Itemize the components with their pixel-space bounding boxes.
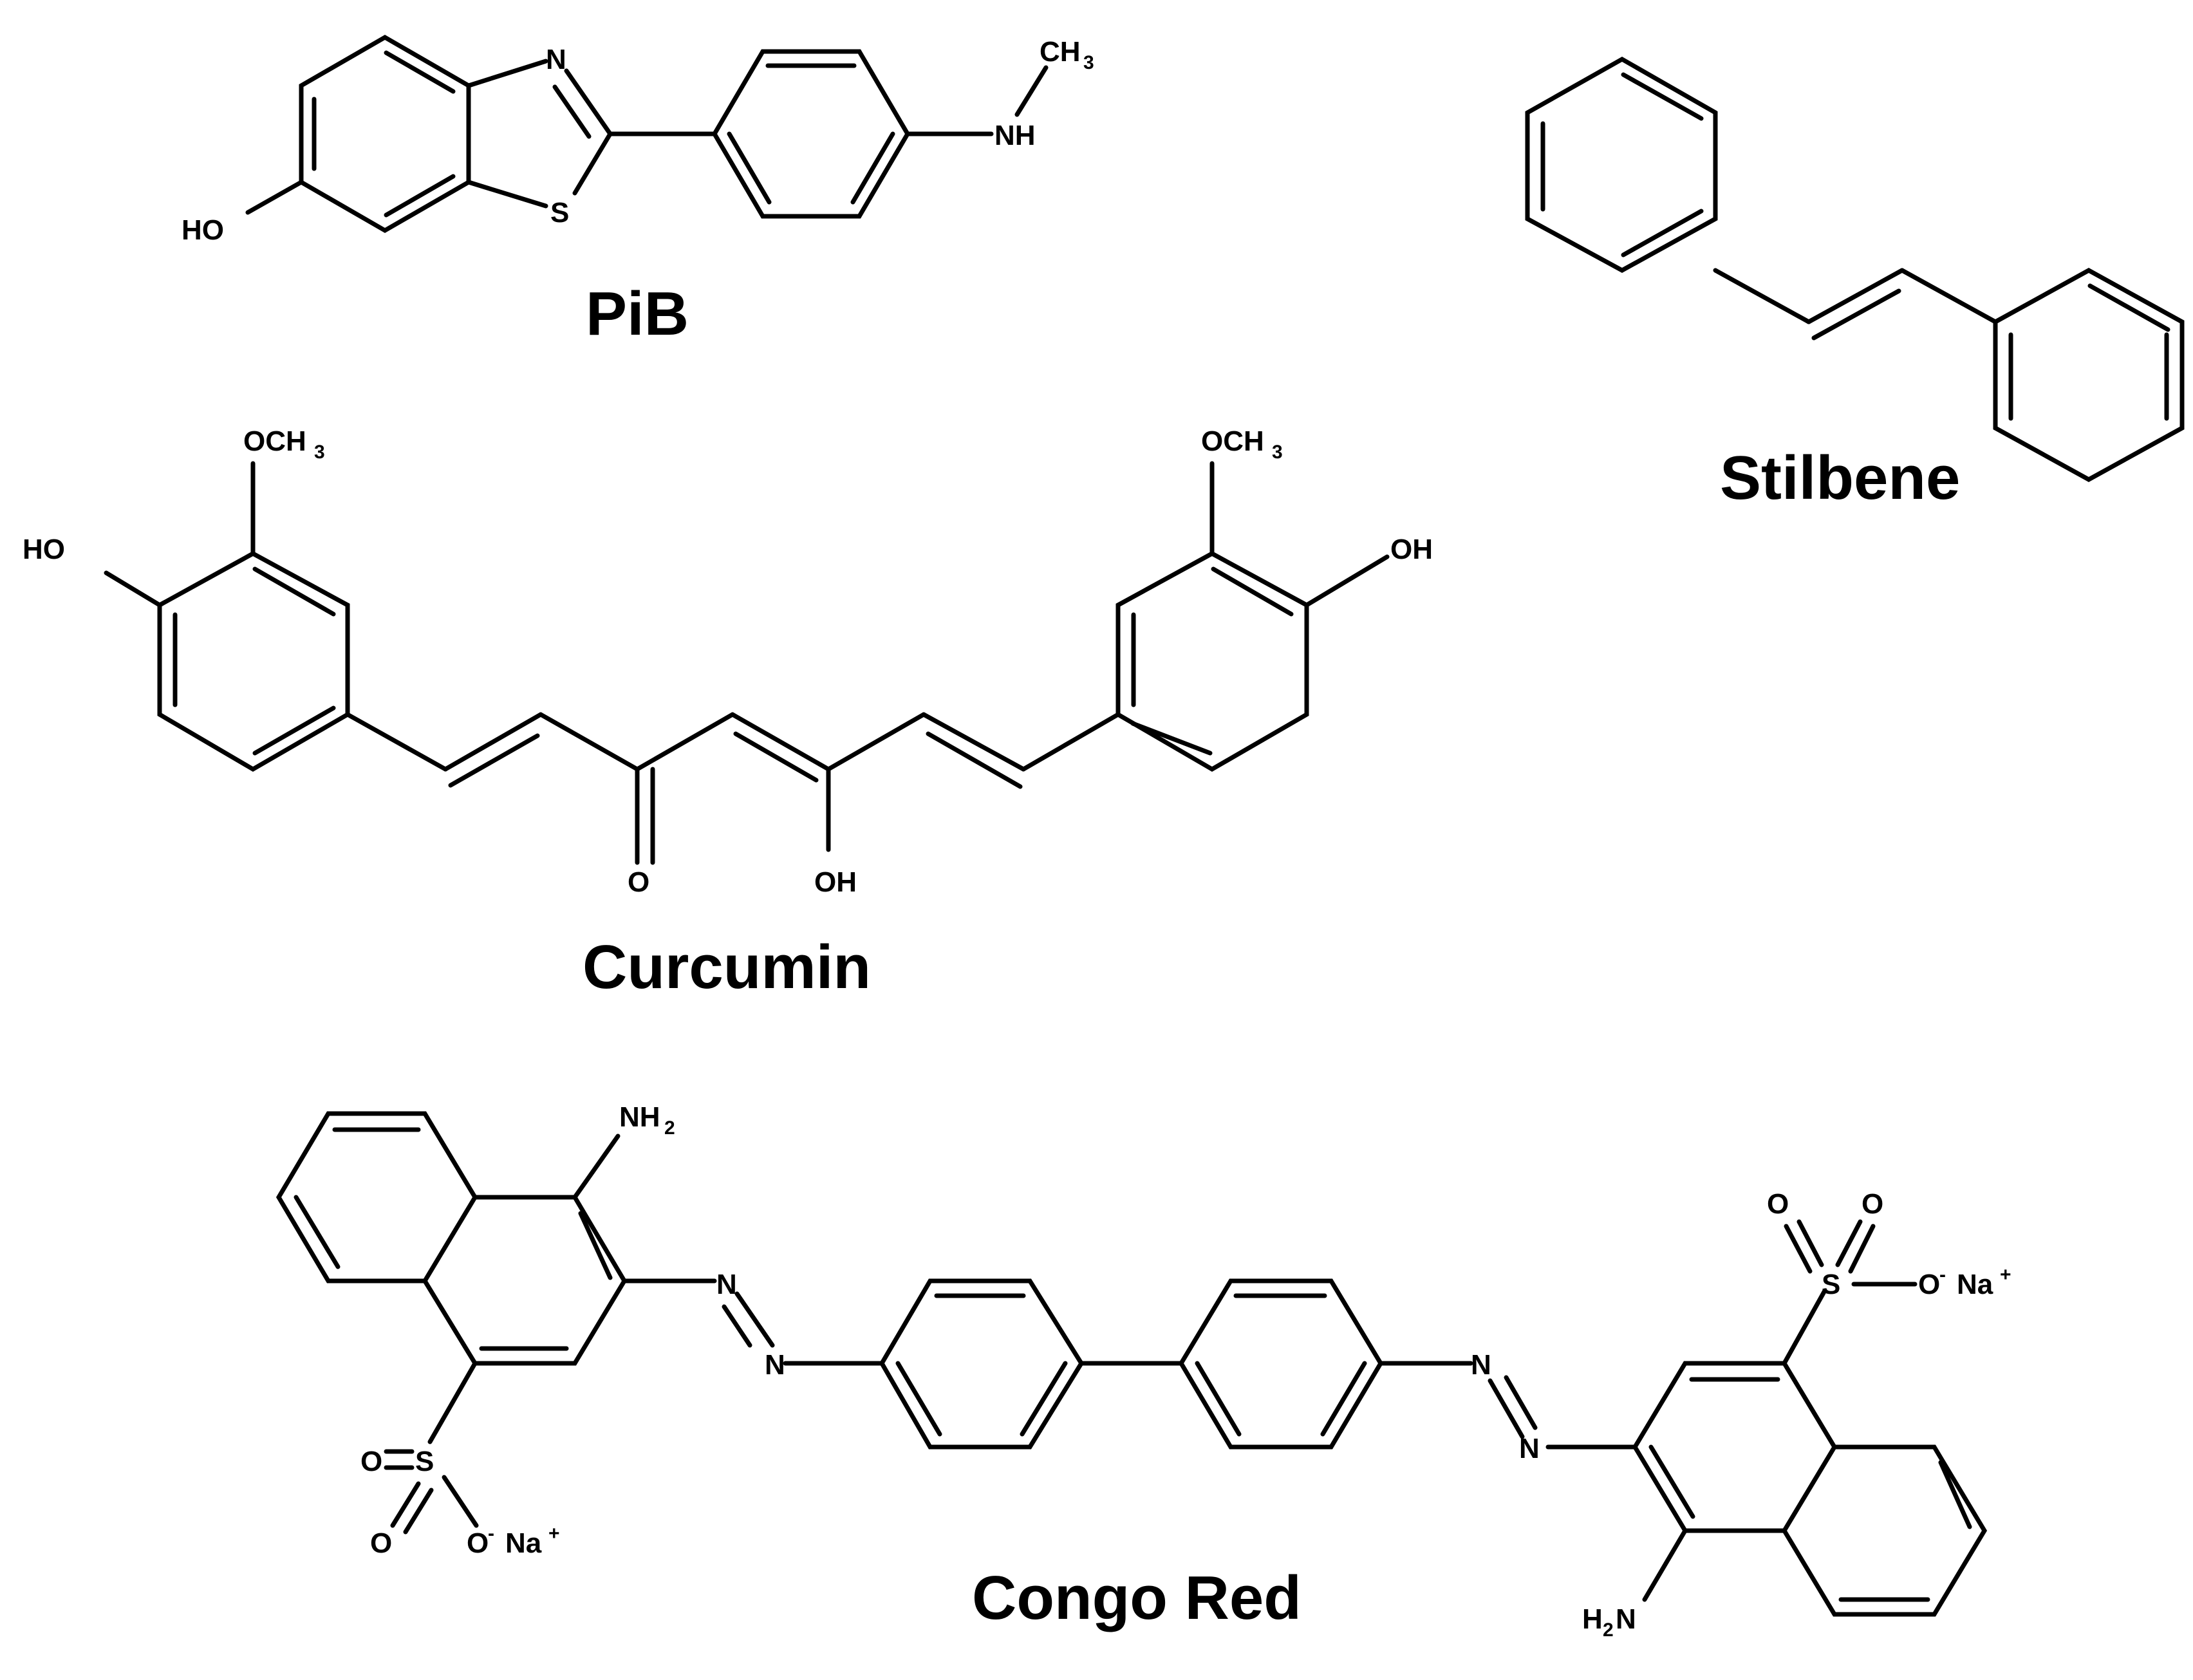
congo-oxide-left-charge: -	[488, 1523, 494, 1544]
curcumin-structure: OCH 3 HO OCH 3 OH O OH Curcumin	[23, 425, 1433, 1002]
pib-ch3-subscript: 3	[1083, 52, 1094, 73]
congo-amine-right-n-label: N	[1616, 1603, 1636, 1635]
pib-title: PiB	[586, 279, 689, 348]
stilbene-structure: Stilbene	[1525, 56, 2185, 512]
curcumin-ochright-label: OCH	[1201, 425, 1264, 457]
curcumin-bonds	[104, 461, 1390, 865]
curcumin-title: Curcumin	[583, 933, 871, 1002]
stilbene-title: Stilbene	[1720, 443, 1960, 512]
congo-azo-left-n1-label: N	[716, 1269, 737, 1300]
curcumin-ohright-label: OH	[1390, 534, 1433, 565]
pib-bonds	[245, 34, 1049, 234]
curcumin-ochleft-label: OCH	[243, 425, 306, 457]
curcumin-keto-o-label: O	[628, 866, 649, 898]
congo-red-title: Congo Red	[972, 1563, 1302, 1632]
pib-ch-label: CH	[1040, 36, 1081, 68]
congo-na-right-charge: +	[2000, 1264, 2011, 1285]
pib-nh-label: NH	[994, 120, 1036, 151]
congo-red-structure: NH 2 N N S O O O - Na + N N S O O O - Na…	[275, 1101, 2011, 1641]
congo-oxide-left-label: O	[467, 1527, 489, 1559]
congo-s-left-label: S	[415, 1446, 434, 1477]
congo-azo-left-n2-label: N	[765, 1349, 785, 1381]
congo-oxide-right-charge: -	[1939, 1264, 1946, 1285]
congo-azo-right-n1-label: N	[1471, 1349, 1491, 1381]
congo-na-right-label: Na	[1957, 1269, 1993, 1300]
congo-na-left-charge: +	[548, 1523, 560, 1544]
pib-n-label: N	[546, 44, 566, 75]
congo-oxo-left2-label: O	[370, 1527, 392, 1559]
curcumin-ochright-subscript: 3	[1272, 442, 1283, 463]
pib-ho-label: HO	[182, 214, 224, 246]
congo-na-left-label: Na	[505, 1527, 542, 1559]
congo-amine-left-subscript: 2	[664, 1117, 675, 1139]
stilbene-bonds	[1525, 56, 2185, 482]
congo-s-right-label: S	[1822, 1269, 1840, 1300]
congo-amine-left-label: NH	[619, 1101, 660, 1133]
pib-s-label: S	[550, 197, 569, 229]
congo-azo-right-n2-label: N	[1519, 1433, 1540, 1464]
congo-oxide-right-label: O	[1918, 1269, 1940, 1300]
congo-red-bonds	[275, 1111, 1988, 1617]
congo-oxo-right2-label: O	[1862, 1188, 1883, 1220]
pib-structure: N S HO NH CH 3 PiB	[182, 34, 1094, 348]
congo-amine-right-subscript: 2	[1603, 1619, 1614, 1641]
congo-oxo-right1-label: O	[1767, 1188, 1789, 1220]
congo-oxo-left1-label: O	[360, 1446, 382, 1477]
curcumin-enol-oh-label: OH	[814, 866, 857, 898]
curcumin-ochleft-subscript: 3	[314, 442, 325, 463]
curcumin-holeft-label: HO	[23, 534, 65, 565]
congo-amine-right-h-label: H	[1582, 1603, 1603, 1635]
